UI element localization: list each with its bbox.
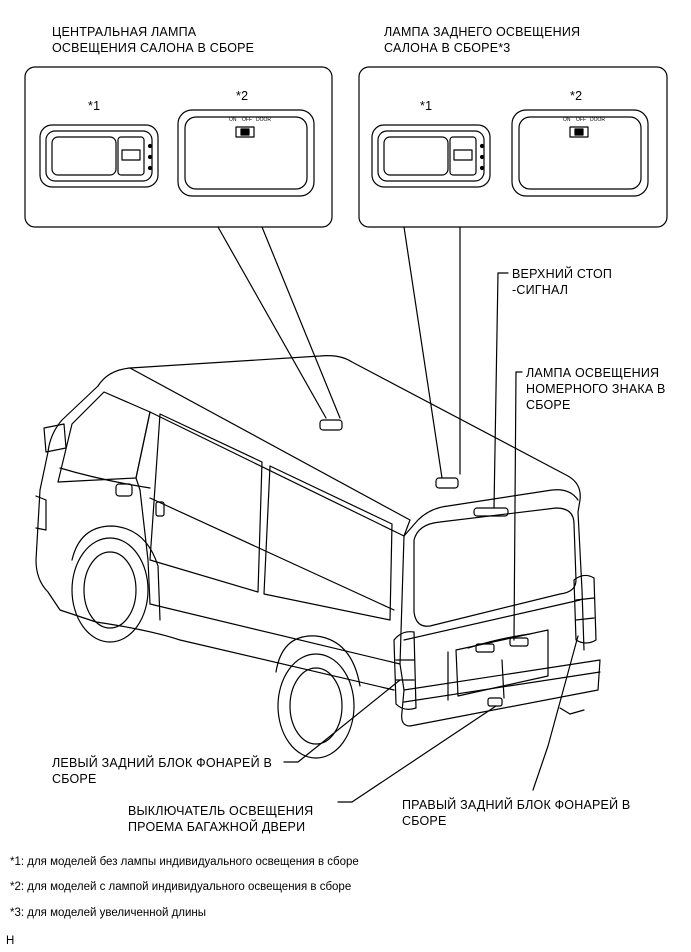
footnote-2: *2: для моделей с лампой индивидуального… xyxy=(10,881,352,893)
inset-box-center-lamp xyxy=(24,66,333,228)
switch-label-off: OFF xyxy=(576,117,586,123)
inset-right-variant2-marker: *2 xyxy=(570,89,583,103)
lamp-variant1-icon xyxy=(371,124,491,188)
switch-label-door: DOOR xyxy=(256,117,271,123)
lamp-variant2-icon xyxy=(511,109,649,197)
switch-label-on: ON xyxy=(229,117,237,123)
footnote-3: *3: для моделей увеличенной длины xyxy=(10,907,207,919)
label-left-tail-lamp: ЛЕВЫЙ ЗАДНИЙ БЛОК ФОНАРЕЙ В СБОРЕ xyxy=(52,756,272,786)
label-rear-interior-lamp: ЛАМПА ЗАДНЕГО ОСВЕЩЕНИЯ САЛОНА В СБОРЕ*3 xyxy=(384,25,581,55)
corner-mark: H xyxy=(6,935,15,947)
label-right-tail-lamp: ПРАВЫЙ ЗАДНИЙ БЛОК ФОНАРЕЙ В СБОРЕ xyxy=(402,798,631,828)
footnote-1: *1: для моделей без лампы индивидуальног… xyxy=(10,856,359,868)
callout-lines xyxy=(217,226,579,803)
switch-label-door: DOOR xyxy=(590,117,605,123)
label-high-stop-signal: ВЕРХНИЙ СТОП -СИГНАЛ xyxy=(512,267,613,297)
lamp-variant2-icon xyxy=(177,109,315,197)
switch-label-off: OFF xyxy=(242,117,252,123)
label-door-courtesy-switch: ВЫКЛЮЧАТЕЛЬ ОСВЕЩЕНИЯ ПРОЕМА БАГАЖНОЙ ДВ… xyxy=(128,804,314,834)
label-license-plate-lamp: ЛАМПА ОСВЕЩЕНИЯ НОМЕРНОГО ЗНАКА В СБОРЕ xyxy=(526,366,666,412)
van-body xyxy=(35,355,601,759)
switch-label-on: ON xyxy=(563,117,571,123)
inset-left-variant1-marker: *1 xyxy=(88,99,101,113)
inset-left-variant2-marker: *2 xyxy=(236,89,249,103)
inset-right-variant1-marker: *1 xyxy=(420,99,433,113)
inset-box-rear-lamp xyxy=(358,66,668,228)
label-center-interior-lamp: ЦЕНТРАЛЬНАЯ ЛАМПА ОСВЕЩЕНИЯ САЛОНА В СБО… xyxy=(52,25,255,55)
lamp-variant1-icon xyxy=(39,124,159,188)
